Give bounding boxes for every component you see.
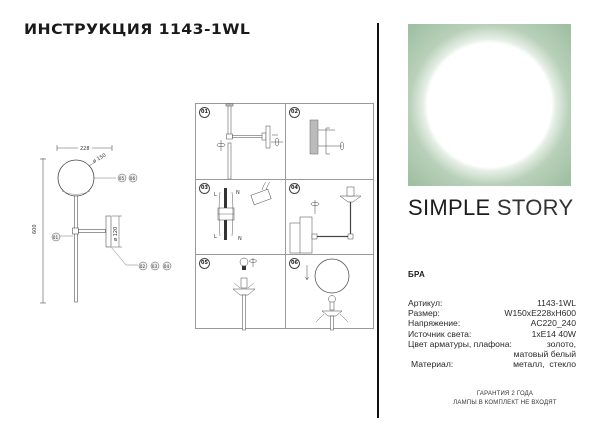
- document-title: ИНСТРУКЦИЯ 1143-1WL: [24, 22, 251, 38]
- spec-value: AC220_240: [530, 318, 576, 329]
- svg-text:N: N: [236, 190, 240, 196]
- step-number: 05: [199, 258, 210, 269]
- spec-label: Материал:: [411, 359, 454, 370]
- assembly-step-06: 06: [285, 254, 374, 331]
- svg-text:04: 04: [164, 264, 170, 269]
- stem: [74, 195, 78, 303]
- height-dimension: [40, 158, 46, 304]
- height-label: 600: [32, 224, 38, 234]
- wall-plate: [105, 215, 112, 248]
- spec-row-color: Цвет арматуры, плафона: золото,: [408, 339, 576, 349]
- spec-value: 1xE14 40W: [531, 328, 576, 339]
- product-type: БРА: [408, 270, 426, 279]
- globe-shade: [57, 159, 95, 197]
- step-number: 02: [289, 107, 300, 118]
- assembly-step-03: 03 L N L N: [196, 179, 285, 254]
- step-number: 03: [199, 183, 210, 194]
- arm-rotation-illustration: [216, 103, 283, 180]
- brand-name-light: STORY: [496, 195, 574, 220]
- dimension-drawing: 228 600 ø 150 ø 120 05 06 01 02: [32, 144, 172, 304]
- attach-shade-illustration: [305, 258, 350, 331]
- spec-row-material: Материал: металл, стекло: [408, 359, 576, 369]
- bulbs-not-included-note: ЛАМПЫ В КОМПЛЕКТ НЕ ВХОДЯТ: [453, 399, 557, 406]
- svg-text:02: 02: [140, 264, 146, 269]
- spec-value: металл, стекло: [513, 359, 576, 370]
- mounting-plate-illustration: [309, 119, 344, 155]
- spec-label: Напряжение:: [408, 318, 461, 329]
- brand-name: SIMPLE STORY: [408, 195, 573, 221]
- shade-diameter-label: ø 150: [92, 152, 107, 164]
- warranty-note: ГАРАНТИЯ 2 ГОДА: [476, 391, 534, 397]
- install-bulb-illustration: [232, 257, 257, 331]
- spec-row-light-source: Источник света: 1xE14 40W: [408, 329, 576, 339]
- brand-logo: [408, 24, 571, 186]
- brand-name-bold: SIMPLE: [408, 195, 491, 220]
- wiring-illustration: L N L N: [214, 181, 272, 242]
- svg-text:L: L: [214, 192, 217, 198]
- step-number: 06: [289, 258, 300, 269]
- section-divider: [377, 23, 379, 418]
- step-number: 01: [199, 107, 210, 118]
- svg-text:L: L: [214, 234, 217, 240]
- spec-value: W150xE228xH600: [504, 308, 576, 319]
- spec-row-color-cont: матовый белый: [408, 349, 576, 359]
- assembly-step-04: 04: [285, 179, 374, 254]
- footer-notes: ГАРАНТИЯ 2 ГОДА ЛАМПЫ В КОМПЛЕКТ НЕ ВХОД…: [430, 390, 580, 407]
- svg-text:03: 03: [152, 264, 158, 269]
- spec-row-voltage: Напряжение: AC220_240: [408, 318, 576, 328]
- product-specs: Артикул: 1143-1WL Размер: W150xE228xH600…: [408, 298, 576, 369]
- assembly-step-02: 02: [285, 104, 374, 179]
- callouts-base: 02 03 04: [138, 261, 172, 271]
- wall-mount-illustration: [289, 186, 362, 254]
- callouts-stem: 01: [51, 232, 61, 242]
- step-number: 04: [289, 183, 300, 194]
- spec-label: Цвет арматуры, плафона:: [408, 338, 512, 349]
- spec-value: золото,: [546, 338, 576, 349]
- base-diameter-label: ø 120: [113, 227, 119, 241]
- spec-value: матовый белый: [513, 349, 576, 360]
- svg-text:06: 06: [130, 176, 136, 181]
- assembly-steps-grid: 01 02 03: [195, 103, 374, 331]
- svg-text:01: 01: [53, 235, 59, 240]
- svg-text:N: N: [238, 236, 242, 242]
- assembly-step-05: 05: [196, 254, 285, 331]
- spec-label: Артикул:: [408, 298, 443, 308]
- assembly-step-01: 01: [196, 103, 285, 180]
- spec-row-article: Артикул: 1143-1WL: [408, 298, 576, 308]
- spec-value: 1143-1WL: [536, 298, 576, 308]
- width-label: 228: [80, 146, 90, 152]
- spec-label: Размер:: [408, 308, 440, 319]
- spec-label: Источник света:: [408, 328, 472, 339]
- spec-row-size: Размер: W150xE228xH600: [408, 308, 576, 318]
- callouts-shade: 05 06: [117, 173, 138, 183]
- svg-text:05: 05: [119, 176, 125, 181]
- arm: [78, 229, 106, 233]
